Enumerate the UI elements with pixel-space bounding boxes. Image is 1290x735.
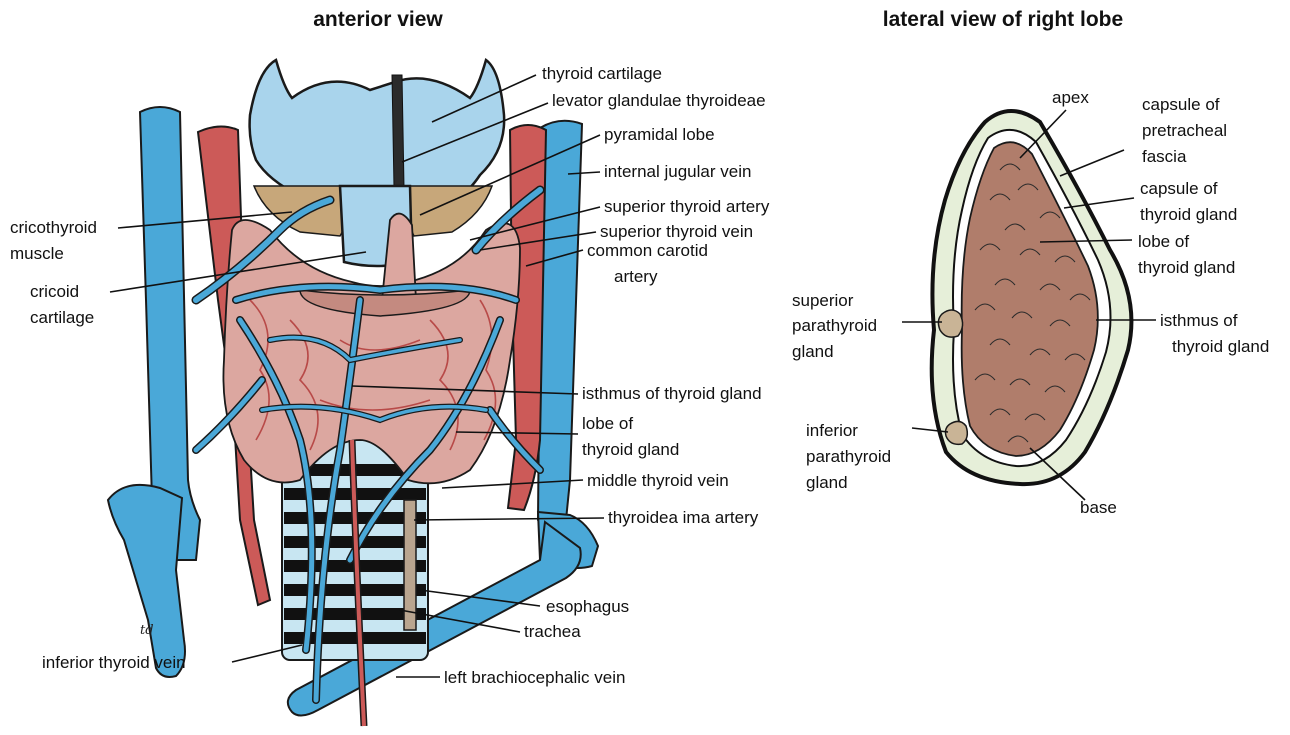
label-internal-jugular-vein: internal jugular vein: [604, 162, 751, 181]
label-thyroid-cartilage: thyroid cartilage: [542, 64, 662, 83]
label-cricoid-2: cartilage: [30, 308, 94, 327]
label-apex: apex: [1052, 88, 1089, 107]
label-capsule-thyroid-1: capsule of: [1140, 179, 1218, 198]
label-superior-thyroid-artery: superior thyroid artery: [604, 197, 770, 216]
label-trachea: trachea: [524, 622, 581, 641]
thyroid-cartilage-illustration: [250, 60, 505, 196]
label-capsule-thyroid-2: thyroid gland: [1140, 205, 1237, 224]
label-capsule-pretracheal-3: fascia: [1142, 147, 1187, 166]
label-esophagus: esophagus: [546, 597, 629, 616]
label-superior-parathyroid-3: gland: [792, 342, 834, 361]
lateral-view-illustration: [932, 111, 1132, 484]
label-common-carotid-2: artery: [614, 267, 658, 286]
label-left-brachiocephalic-vein: left brachiocephalic vein: [444, 668, 625, 687]
label-middle-thyroid-vein: middle thyroid vein: [587, 471, 729, 490]
label-thyroidea-ima-artery: thyroidea ima artery: [608, 508, 759, 527]
label-inferior-thyroid-vein: inferior thyroid vein: [42, 653, 186, 672]
label-lateral-lobe-2: thyroid gland: [1138, 258, 1235, 277]
label-superior-parathyroid-2: parathyroid: [792, 316, 877, 335]
right-subclavian-stub: [108, 485, 185, 677]
label-levator-glandulae: levator glandulae thyroideae: [552, 91, 766, 110]
label-inferior-parathyroid-1: inferior: [806, 421, 858, 440]
label-inferior-parathyroid-3: gland: [806, 473, 848, 492]
label-capsule-pretracheal-1: capsule of: [1142, 95, 1220, 114]
label-pyramidal-lobe: pyramidal lobe: [604, 125, 715, 144]
lateral-view-title: lateral view of right lobe: [883, 8, 1123, 31]
label-lateral-lobe-1: lobe of: [1138, 232, 1189, 251]
superior-parathyroid-gland: [938, 310, 962, 337]
label-superior-parathyroid-1: superior: [792, 291, 854, 310]
label-common-carotid-1: common carotid: [587, 241, 708, 260]
label-lobe-of-2: thyroid gland: [582, 440, 679, 459]
label-inferior-parathyroid-2: parathyroid: [806, 447, 891, 466]
label-base: base: [1080, 498, 1117, 517]
label-cricoid-1: cricoid: [30, 282, 79, 301]
label-cricothyroid-1: cricothyroid: [10, 218, 97, 237]
cricothyroid-muscle-left: [406, 186, 492, 236]
label-lateral-isthmus-1: isthmus of: [1160, 311, 1238, 330]
label-capsule-pretracheal-2: pretracheal: [1142, 121, 1227, 140]
anterior-view-title: anterior view: [313, 8, 443, 31]
label-superior-thyroid-vein: superior thyroid vein: [600, 222, 753, 241]
label-lateral-isthmus-2: thyroid gland: [1172, 337, 1269, 356]
label-isthmus-of-thyroid-gland: isthmus of thyroid gland: [582, 384, 762, 403]
label-cricothyroid-2: muscle: [10, 244, 64, 263]
artist-signature: td: [140, 623, 154, 638]
inferior-parathyroid-gland: [946, 421, 968, 444]
label-lobe-of-1: lobe of: [582, 414, 633, 433]
